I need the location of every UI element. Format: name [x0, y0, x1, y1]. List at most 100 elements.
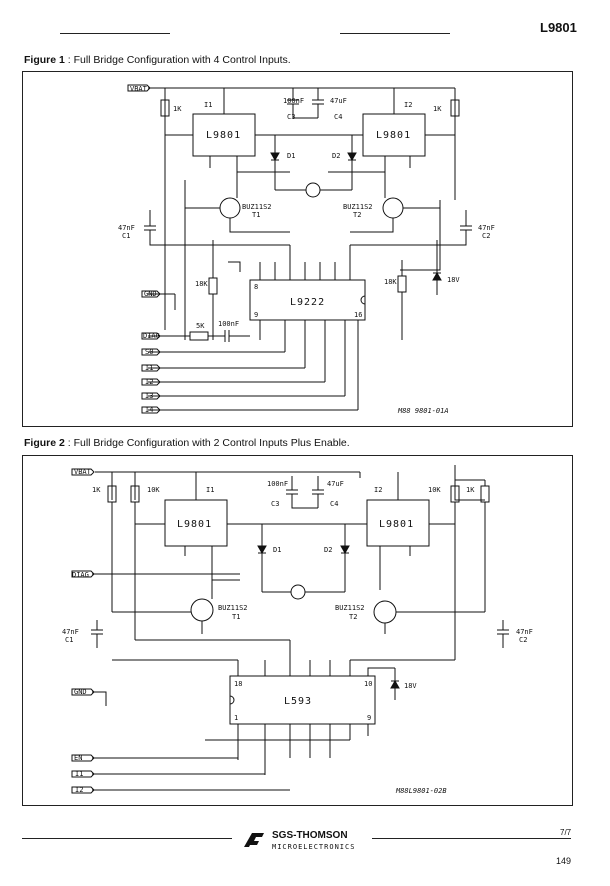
fig2-label-r1k-right: 1K [466, 486, 475, 494]
fig1-label-c3v: 100nF [283, 97, 304, 105]
fig2-label-vbat: VBAT [74, 468, 92, 476]
fig2-ic-l593 [229, 675, 376, 725]
fig2-mosfet-t2 [373, 600, 397, 624]
figure2-frame [22, 455, 573, 806]
fig2-label-d2: D2 [324, 546, 332, 554]
fig1-label-chip2: L9801 [376, 130, 411, 141]
fig2-label-c1v: 47nF [62, 628, 79, 636]
figure1-caption-text: : Full Bridge Configuration with 4 Contr… [64, 54, 291, 66]
fig1-label-zener: 18V [447, 276, 460, 284]
fig1-label-vbat: VBAT [130, 85, 148, 93]
fig1-label-c1v: 47nF [118, 224, 135, 232]
figure2-caption: Figure 2 : Full Bridge Configuration wit… [24, 437, 350, 449]
fig1-resistor-1k-left [160, 99, 170, 117]
fig1-mosfet-t2 [382, 197, 404, 219]
figure2-caption-text: : Full Bridge Configuration with 2 Contr… [64, 437, 350, 449]
fig2-label-pin1: 1 [234, 714, 238, 722]
footer-rule-right [372, 838, 571, 839]
fig2-label-i2: I2 [374, 486, 382, 494]
fig2-label-t1p: BUZ11S2 [218, 604, 248, 612]
fig1-mosfet-t1 [219, 197, 241, 219]
page-number: 149 [556, 856, 572, 866]
figure1-caption: Figure 1 : Full Bridge Configuration wit… [24, 54, 291, 66]
fig2-label-r1k-left: 1K [92, 486, 101, 494]
fig1-label-i1: I1 [204, 101, 212, 109]
fig2-label-r10k-right: 10K [428, 486, 441, 494]
fig1-label-t2p: BUZ11S2 [343, 203, 373, 211]
fig2-label-c4: C4 [330, 500, 338, 508]
fig1-label-d1: D1 [287, 152, 295, 160]
fig1-label-r1k-left: 1K [173, 105, 182, 113]
fig2-label-chip1: L9801 [177, 519, 212, 530]
fig1-label-in1: I1 [145, 364, 153, 372]
fig2-label-in2: I2 [75, 786, 83, 794]
figure1-terminals [127, 84, 161, 414]
header-rule-right [340, 33, 450, 34]
footer-brand: SGS-THOMSON [272, 830, 348, 841]
fig2-label-t2: T2 [349, 613, 357, 621]
fig1-resistor-1k-right [450, 99, 460, 117]
part-number: L9801 [540, 20, 577, 35]
fig2-label-r10k-left: 10K [147, 486, 160, 494]
fig2-label-pin9: 9 [367, 714, 371, 722]
fig2-label-i1: I1 [206, 486, 214, 494]
fig1-ic-l9222 [249, 279, 366, 321]
fig2-label-en: EN [74, 754, 82, 762]
figure2-label: Figure 2 [24, 437, 65, 449]
fig1-label-c100: 100nF [218, 320, 239, 328]
figure2-schematic [91, 465, 509, 791]
fig1-label-t2: T2 [353, 211, 361, 219]
fig2-label-c2: C2 [519, 636, 527, 644]
footer-brand-sub: MICROELECTRONICS [272, 843, 356, 851]
fig1-label-r18k-left: 18K [195, 280, 208, 288]
fig1-label-pin16: 16 [354, 311, 362, 319]
fig2-label-chip2: L9801 [379, 519, 414, 530]
fig1-resistor-5k [189, 331, 209, 341]
fig2-ref-code: M88L9801-02B [395, 787, 447, 795]
fig2-label-pin18: 18 [234, 680, 242, 688]
figure1-label: Figure 1 [24, 54, 65, 66]
fig1-label-c2: C2 [482, 232, 490, 240]
fig1-label-in2: I2 [145, 378, 153, 386]
figure1-schematic [144, 87, 472, 411]
header-rule-left [60, 33, 170, 34]
fig2-label-in1: I1 [75, 770, 83, 778]
fig2-label-zener: 18V [404, 682, 417, 690]
fig1-label-r1k-right: 1K [433, 105, 442, 113]
fig1-label-c2v: 47nF [478, 224, 495, 232]
fig2-label-c4v: 47uF [327, 480, 344, 488]
fig2-label-c3: C3 [271, 500, 279, 508]
fig2-label-diag: DIAG [72, 571, 89, 579]
fig1-label-in3: I3 [145, 392, 153, 400]
fig1-label-t1p: BUZ11S2 [242, 203, 272, 211]
fig1-label-d2: D2 [332, 152, 340, 160]
fig2-label-main-ic: L593 [284, 696, 312, 707]
fig1-resistor-18k-left [208, 277, 218, 295]
fig1-label-r5k: 5K [196, 322, 205, 330]
fig1-resistor-18k-right [397, 275, 407, 293]
fig1-label-i2: I2 [404, 101, 412, 109]
st-logo-icon [244, 833, 264, 847]
figure1-labels: VBAT 1K 1K I1 I2 L9801 L9801 100nF C3 47… [118, 85, 495, 415]
fig1-label-diag: DIAG [143, 332, 160, 340]
fig2-motor [290, 584, 306, 600]
fig1-label-in4: I4 [145, 406, 153, 414]
fig2-label-t1: T1 [232, 613, 240, 621]
figure2-terminals [71, 468, 95, 794]
fig1-label-chip1: L9801 [206, 130, 241, 141]
fig2-label-c3v: 100nF [267, 480, 288, 488]
fig1-label-c4v: 47uF [330, 97, 347, 105]
fig2-label-pin10: 10 [364, 680, 372, 688]
fig1-label-t1: T1 [252, 211, 260, 219]
fig1-label-pin9: 9 [254, 311, 258, 319]
figure2-labels: VBAT 1K 10K I1 I2 L9801 L9801 100nF C3 4… [62, 468, 533, 795]
fig1-label-c3: C3 [287, 113, 295, 121]
fig1-ref-code: M88 9801-01A [397, 407, 449, 415]
fig1-label-gnd: GND [144, 290, 157, 298]
fig2-label-c1: C1 [65, 636, 73, 644]
fig1-label-pin8: 8 [254, 283, 258, 291]
fig2-label-gnd: GND [74, 688, 87, 696]
fig1-label-in0: S0 [145, 348, 153, 356]
fig2-label-c2v: 47nF [516, 628, 533, 636]
